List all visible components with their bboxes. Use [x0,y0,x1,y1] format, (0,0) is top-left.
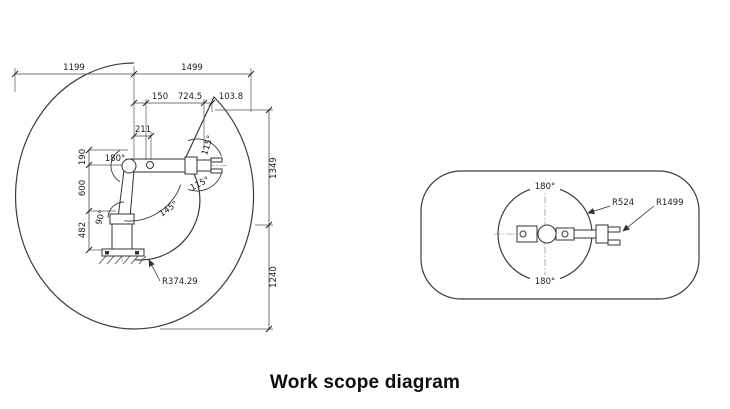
base-column [111,223,133,250]
diagram-title: Work scope diagram [269,372,461,393]
side-view: 1199 1499 150 724.5 103.8 211 190 600 48… [11,62,279,333]
gripper-finger-top [210,157,223,163]
counterweight [516,225,538,243]
r524-leader-line [587,205,611,215]
dim-724-5-label: 724.5 [178,92,202,102]
dimension-lines [15,73,270,329]
dim-1199-label: 1199 [63,63,85,73]
dim-150-label: 150 [152,92,168,102]
dim-482-label: 482 [78,222,88,238]
gripper-finger-bottom [210,168,223,174]
top-view: 180° 180° R524 R1499 [420,170,700,300]
gripper-body [196,159,212,172]
angle-90-label: 90° [94,209,108,226]
wrist-block [184,156,198,175]
gripper-finger-top-right [607,239,621,246]
r1499-leader-line [622,205,655,232]
angle-145-label: 145° [158,199,181,219]
joint-detail-right [561,230,569,238]
radius-374-label: R374.29 [162,277,198,287]
work-envelope-outline [14,62,255,330]
angle-180-top-label: 180° [535,182,555,192]
dim-1499-label: 1499 [181,63,203,73]
radius-1499-label: R1499 [656,198,684,208]
dimension-ticks [11,70,273,333]
arm-link-top [573,229,599,239]
joint-detail-left [519,230,527,238]
elbow-joint [146,161,154,169]
upper-arm-link [128,158,186,173]
radius-524-label: R524 [612,198,634,208]
shoulder-joint [121,158,137,174]
angle-arcs [107,138,222,222]
work-scope-svg: 1199 1499 150 724.5 103.8 211 190 600 48… [11,62,700,333]
anchor-bolt-left [105,251,109,255]
ground-hatch [98,255,147,265]
r374-leader-line [148,259,161,282]
robot-side-view [98,156,223,265]
dim-1240-label: 1240 [269,266,279,288]
lower-arm-link [117,169,135,219]
angle-180-label: 180° [105,154,125,164]
label-bg-bottom [530,275,560,286]
angle-180-bottom-label: 180° [535,277,555,287]
label-bg-top [530,181,560,191]
dim-103-8-label: 103.8 [219,92,243,102]
dim-190-label: 190 [78,149,88,165]
dim-600-label: 600 [78,180,88,196]
turret-top [537,224,557,244]
turret [109,213,135,225]
top-view-boundary [420,170,700,300]
extension-lines [14,66,273,330]
dim-211-label: 211 [135,125,151,135]
gripper-finger-top-left [607,226,621,233]
anchor-bolt-right [135,251,139,255]
robot-top-view [516,224,621,246]
gripper-body-top [595,224,609,244]
dim-1349-label: 1349 [269,157,279,179]
